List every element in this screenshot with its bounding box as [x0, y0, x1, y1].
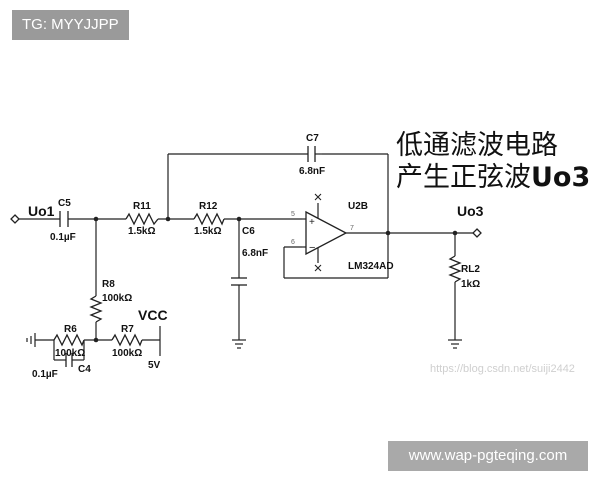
resistor-r8: R8 100kΩ	[89, 279, 132, 323]
title-line-2-bold: Uo3	[531, 162, 591, 193]
u2b-name: U2B	[348, 201, 368, 212]
input-net-label: Uo1	[28, 203, 55, 219]
r8-name: R8	[102, 279, 115, 290]
top-badge: TG: MYYJJPP	[12, 10, 129, 40]
capacitor-c7: C7 6.8nF	[299, 133, 325, 177]
r12-value: 1.5kΩ	[194, 226, 221, 237]
capacitor-c5: C5 0.1µF	[50, 198, 76, 243]
svg-text:−: −	[309, 242, 315, 254]
c6-name: C6	[242, 226, 255, 237]
title-line-2: 产生正弦波Uo3	[396, 162, 590, 194]
c6-value: 6.8nF	[242, 248, 268, 259]
c7-name: C7	[306, 133, 319, 144]
output-terminal: Uo3	[457, 203, 484, 238]
vcc-name: VCC	[138, 307, 168, 323]
site-badge: www.wap-pgteqing.com	[388, 441, 588, 471]
r7-name: R7	[121, 324, 134, 335]
pin-plus: 5	[291, 211, 295, 218]
r6-name: R6	[64, 324, 77, 335]
output-net-label: Uo3	[457, 203, 484, 219]
watermark: https://blog.csdn.net/suiji2442	[430, 363, 575, 375]
pin-minus: 6	[291, 239, 295, 246]
resistor-r6: R6 100kΩ	[53, 324, 85, 359]
input-terminal: Uo1	[10, 203, 55, 224]
c4-name: C4	[78, 364, 91, 375]
pin-out: 7	[350, 225, 354, 232]
vcc-supply: VCC 5V	[138, 307, 168, 371]
r12-name: R12	[199, 201, 218, 212]
capacitor-c6: C6 6.8nF	[231, 226, 268, 286]
resistor-rl2: RL2 1kΩ	[448, 255, 480, 290]
r11-name: R11	[133, 201, 151, 212]
title-line-1: 低通滤波电路	[396, 130, 558, 161]
ground-symbols	[26, 333, 462, 349]
c7-value: 6.8nF	[299, 166, 325, 177]
junction-dots	[93, 216, 458, 343]
rl2-name: RL2	[461, 264, 480, 275]
vcc-value: 5V	[148, 360, 161, 371]
c5-value: 0.1µF	[50, 232, 76, 243]
capacitor-c4: 0.1µF C4	[32, 353, 91, 380]
r8-value: 100kΩ	[102, 293, 132, 304]
c4-value: 0.1µF	[32, 369, 58, 380]
opamp-u2b: + − 5 6 7 U2B LM324AD	[291, 193, 394, 272]
c5-name: C5	[58, 198, 71, 209]
rl2-value: 1kΩ	[461, 279, 480, 290]
resistor-r11: R11 1.5kΩ	[125, 201, 159, 237]
wires	[19, 153, 473, 361]
svg-text:+: +	[309, 217, 315, 228]
r11-value: 1.5kΩ	[128, 226, 155, 237]
u2b-part: LM324AD	[348, 261, 394, 272]
title-line-2-text: 产生正弦波	[396, 162, 531, 193]
resistor-r12: R12 1.5kΩ	[193, 201, 225, 237]
r6-value: 100kΩ	[55, 348, 85, 359]
r7-value: 100kΩ	[112, 348, 142, 359]
resistor-r7: R7 100kΩ	[111, 324, 143, 359]
